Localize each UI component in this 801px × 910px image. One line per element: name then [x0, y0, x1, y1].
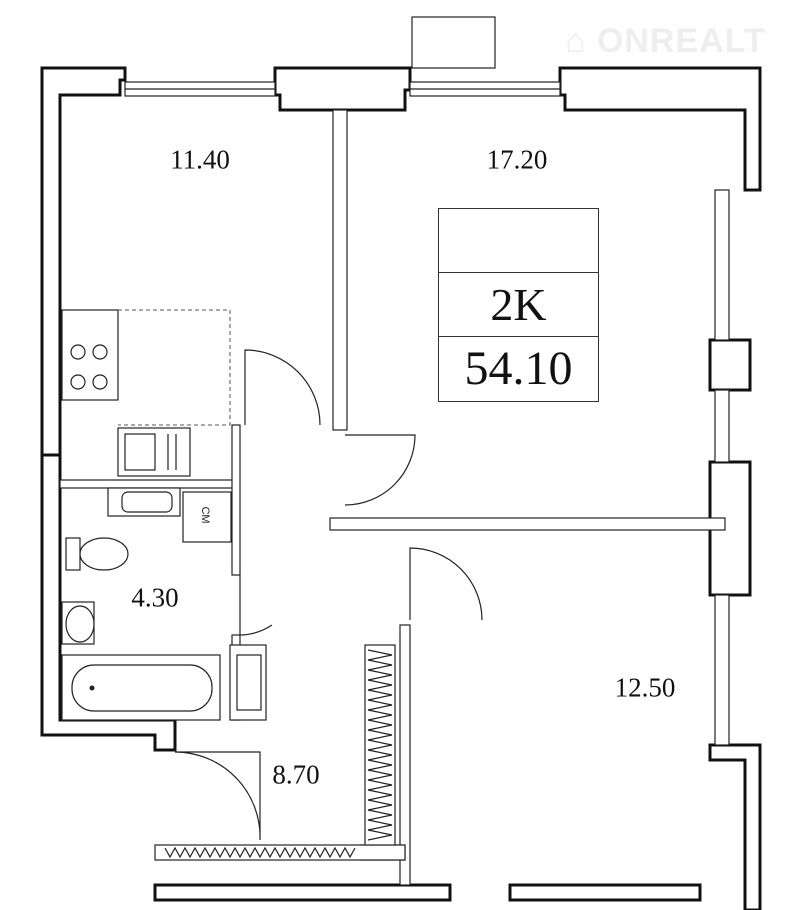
exterior-walls — [40, 66, 762, 910]
room-area-living-room: 17.20 — [486, 144, 548, 175]
toilet — [65, 537, 81, 571]
stove — [61, 309, 119, 401]
bathroom-fixtures — [61, 487, 267, 721]
room-area-bathroom: 4.30 — [131, 582, 179, 613]
watermark-logo: ⌂ ONREALT — [565, 22, 766, 60]
closet — [164, 644, 396, 859]
watermark-text: ONREALT — [596, 22, 766, 60]
doors — [174, 349, 483, 841]
interior-walls — [59, 109, 726, 886]
apartment-summary-box: 2K 54.10 — [438, 208, 599, 402]
washing-machine — [182, 491, 232, 543]
room-area-hallway: 8.70 — [272, 759, 320, 790]
windows — [124, 81, 730, 746]
apartment-type: 2K — [439, 273, 598, 337]
summary-blank-row — [439, 209, 598, 273]
kitchen-fixtures — [61, 309, 231, 477]
washing-machine-label: СМ — [199, 506, 211, 524]
room-area-kitchen: 11.40 — [170, 144, 230, 175]
balcony-niche — [411, 16, 496, 69]
room-area-bedroom: 12.50 — [614, 672, 676, 703]
total-area: 54.10 — [464, 342, 573, 396]
